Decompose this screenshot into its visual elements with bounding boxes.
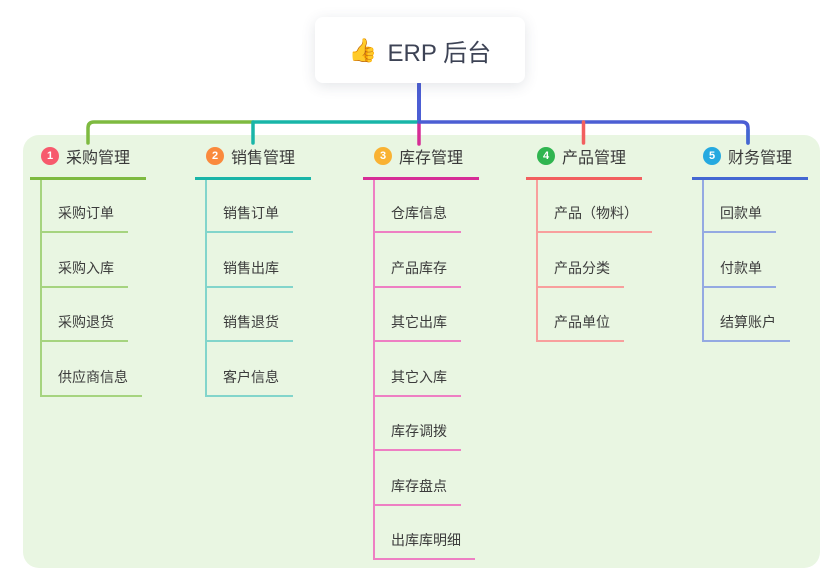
child-node[interactable]: 库存调拨 (373, 421, 461, 451)
child-node[interactable]: 产品单位 (536, 312, 624, 342)
child-node[interactable]: 仓库信息 (373, 203, 461, 233)
branch-title-5[interactable]: 5 财务管理 (692, 143, 809, 180)
child-node[interactable]: 销售退货 (205, 312, 293, 342)
branch-trunk-line (702, 180, 704, 342)
child-node[interactable]: 供应商信息 (40, 367, 142, 397)
branch-label: 产品管理 (562, 150, 627, 167)
child-node[interactable]: 出库库明细 (373, 530, 475, 560)
child-node[interactable]: 产品（物料） (536, 203, 652, 233)
child-node[interactable]: 销售出库 (205, 258, 293, 288)
thumbs-up-icon: 👍 (348, 36, 378, 63)
child-node[interactable]: 结算账户 (702, 312, 790, 342)
branch-number-badge: 5 (703, 147, 721, 165)
child-node[interactable]: 库存盘点 (373, 476, 461, 506)
child-node[interactable]: 销售订单 (205, 203, 293, 233)
branch-label: 销售管理 (231, 150, 296, 167)
branch-title-3[interactable]: 3 库存管理 (363, 143, 480, 180)
child-node[interactable]: 付款单 (702, 258, 776, 288)
branch-number-badge: 1 (41, 147, 59, 165)
child-node[interactable]: 采购订单 (40, 203, 128, 233)
child-node[interactable]: 采购退货 (40, 312, 128, 342)
child-node[interactable]: 客户信息 (205, 367, 293, 397)
branch-label: 采购管理 (66, 150, 131, 167)
branches-panel (23, 135, 820, 568)
branch-title-1[interactable]: 1 采购管理 (30, 143, 147, 180)
branch-trunk-line (40, 180, 42, 397)
branch-number-badge: 3 (374, 147, 392, 165)
branch-number-badge: 4 (537, 147, 555, 165)
branch-number-badge: 2 (206, 147, 224, 165)
child-node[interactable]: 回款单 (702, 203, 776, 233)
child-node[interactable]: 产品分类 (536, 258, 624, 288)
branch-label: 库存管理 (399, 150, 464, 167)
branch-label: 财务管理 (728, 150, 793, 167)
root-node-label: ERP 后台 (387, 39, 492, 67)
branch-trunk-line (536, 180, 538, 342)
root-node[interactable]: 👍 ERP 后台 (315, 17, 525, 83)
branch-trunk-line (205, 180, 207, 397)
child-node[interactable]: 产品库存 (373, 258, 461, 288)
child-node[interactable]: 其它入库 (373, 367, 461, 397)
child-node[interactable]: 其它出库 (373, 312, 461, 342)
branch-title-4[interactable]: 4 产品管理 (526, 143, 643, 180)
child-node[interactable]: 采购入库 (40, 258, 128, 288)
branch-title-2[interactable]: 2 销售管理 (195, 143, 312, 180)
branch-trunk-line (373, 180, 375, 560)
